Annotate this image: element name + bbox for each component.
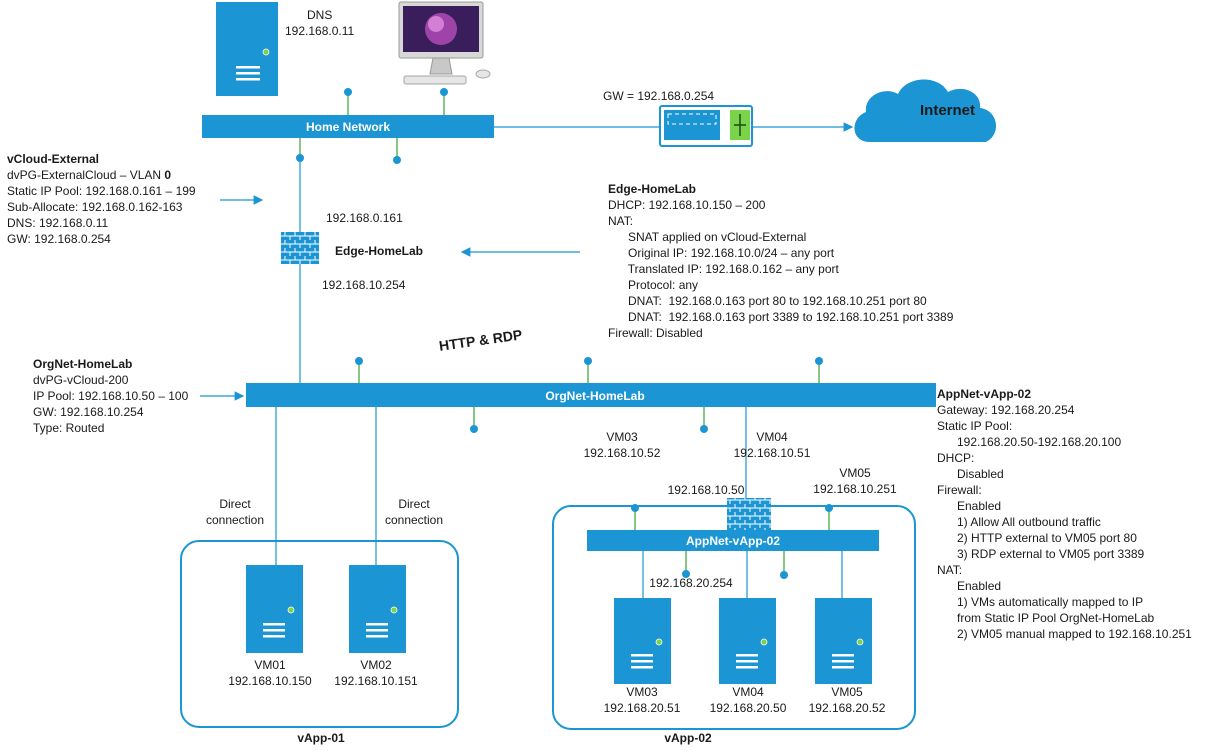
appnet-bar [587, 530, 879, 551]
vm04-ip: 192.168.20.50 [709, 701, 787, 715]
vm02-server-icon [349, 565, 406, 653]
appnet-info-line: 1) Allow All outbound traffic [937, 515, 1101, 529]
appnet-info-line: Static IP Pool: [937, 419, 1013, 433]
edge-info-line: NAT: [608, 214, 634, 228]
vm02-ip: 192.168.10.151 [334, 674, 418, 688]
appnet-gateway-ip: 192.168.20.254 [649, 576, 733, 590]
vcloud-external-line: Static IP Pool: 192.168.0.161 – 199 [7, 184, 196, 198]
appnet-info-line: Firewall: [937, 483, 982, 497]
appnet-info-line: Gateway: 192.168.20.254 [937, 403, 1075, 417]
edge-info-line: Protocol: any [608, 278, 699, 292]
vm01-name: VM01 [254, 658, 286, 672]
appnet-bar-label: AppNet-vApp-02 [685, 534, 781, 548]
dns-ip: 192.168.0.11 [285, 24, 355, 38]
direct-connection-line1: Direct [398, 497, 430, 511]
port-dot [296, 154, 304, 162]
vcloud-external-line: Sub-Allocate: 192.168.0.162-163 [7, 200, 183, 214]
gateway-label: GW = 192.168.0.254 [603, 89, 715, 103]
appnet-info-line: 192.168.20.50-192.168.20.100 [937, 435, 1122, 449]
appnet-info-title: AppNet-vApp-02 [937, 387, 1032, 401]
vm03-server-icon [614, 598, 671, 684]
vm04-server-icon [719, 598, 776, 684]
home-network-label: Home Network [305, 120, 391, 134]
edge-info-line: Firewall: Disabled [608, 326, 703, 340]
vcloud-external-line: DNS: 192.168.0.11 [7, 216, 109, 230]
dns-server-icon [216, 2, 278, 96]
vm04-external-ip: 192.168.10.51 [733, 446, 811, 460]
vcloud-external-line: GW: 192.168.0.254 [7, 232, 111, 246]
vm05-server-icon [815, 598, 872, 684]
orgnet-info-line: IP Pool: 192.168.10.50 – 100 [33, 389, 189, 403]
dns-label: DNS [307, 8, 333, 22]
vm03-external-name: VM03 [606, 430, 638, 444]
appnet-info-line: from Static IP Pool OrgNet-HomeLab [937, 611, 1155, 625]
vlan-id: 0 [164, 168, 172, 182]
appnet-info-line: 2) VM05 manual mapped to 192.168.10.251 [937, 627, 1192, 641]
appnet-info-line: 2) HTTP external to VM05 port 80 [937, 531, 1137, 545]
edge-external-ip: 192.168.0.161 [326, 211, 403, 225]
port-dot [440, 88, 448, 96]
internet-cloud-icon [854, 79, 997, 142]
vapp01-container [180, 540, 459, 728]
orgnet-bar-label: OrgNet-HomeLab [545, 389, 645, 403]
vm01-ip: 192.168.10.150 [228, 674, 312, 688]
appnet-info-line: DHCP: [937, 451, 975, 465]
appnet-info-line: Enabled [937, 499, 1002, 513]
vm03-external-ip: 192.168.10.52 [583, 446, 661, 460]
edge-info-line: DNAT: 192.168.0.163 port 3389 to 192.168… [608, 310, 954, 324]
vm05-external-name: VM05 [839, 466, 871, 480]
appnet-info-line: Disabled [937, 467, 1004, 481]
vm05-ip: 192.168.20.52 [808, 701, 886, 715]
orgnet-info-title: OrgNet-HomeLab [33, 357, 133, 371]
edge-info-line: SNAT applied on vCloud-External [608, 230, 807, 244]
orgnet-info-line: GW: 192.168.10.254 [33, 405, 144, 419]
direct-connection-line2: connection [384, 513, 444, 527]
vapp01-label: vApp-01 [297, 731, 345, 745]
edge-internal-ip: 192.168.10.254 [322, 278, 406, 292]
vcloud-external-title: vCloud-External [7, 152, 100, 166]
orgnet-bar [246, 383, 936, 407]
edge-info-line: Translated IP: 192.168.0.162 – any port [608, 262, 839, 276]
orgnet-info-line: Type: Routed [33, 421, 105, 435]
vm02-name: VM02 [360, 658, 392, 672]
vapp02-label: vApp-02 [664, 731, 712, 745]
vcloud-external-line: dvPG-ExternalCloud – VLAN 0 [7, 168, 172, 182]
vapp02-router-ip: 192.168.10.50 [667, 483, 745, 497]
appnet-info-line: Enabled [937, 579, 1002, 593]
port-dot [344, 88, 352, 96]
appnet-info-line: 3) RDP external to VM05 port 3389 [937, 547, 1145, 561]
desktop-computer-icon [398, 1, 491, 85]
vm04-name: VM04 [732, 685, 764, 699]
vm01-server-icon [246, 565, 303, 653]
vm05-external-ip: 192.168.10.251 [813, 482, 897, 496]
port-dot [393, 156, 401, 164]
internet-label: Internet [920, 102, 976, 119]
edge-firewall-icon [281, 232, 319, 264]
orgnet-info-line: dvPG-vCloud-200 [33, 373, 129, 387]
vapp02-firewall-icon [727, 498, 771, 530]
appnet-info-line: NAT: [937, 563, 963, 577]
vm05-name: VM05 [831, 685, 863, 699]
home-network-bar [202, 115, 494, 138]
edge-info-line: Original IP: 192.168.10.0/24 – any port [608, 246, 835, 260]
edge-info-line: DHCP: 192.168.10.150 – 200 [608, 198, 766, 212]
appnet-info-line: 1) VMs automatically mapped to IP [937, 595, 1144, 609]
vm03-name: VM03 [626, 685, 658, 699]
edge-info-line: DNAT: 192.168.0.163 port 80 to 192.168.1… [608, 294, 927, 308]
edge-info-title: Edge-HomeLab [608, 182, 697, 196]
direct-connection-line2: connection [205, 513, 265, 527]
direct-connection-line1: Direct [219, 497, 251, 511]
vm03-ip: 192.168.20.51 [603, 701, 681, 715]
router-icon [659, 105, 753, 147]
vm04-external-name: VM04 [756, 430, 788, 444]
edge-label: Edge-HomeLab [335, 244, 424, 258]
